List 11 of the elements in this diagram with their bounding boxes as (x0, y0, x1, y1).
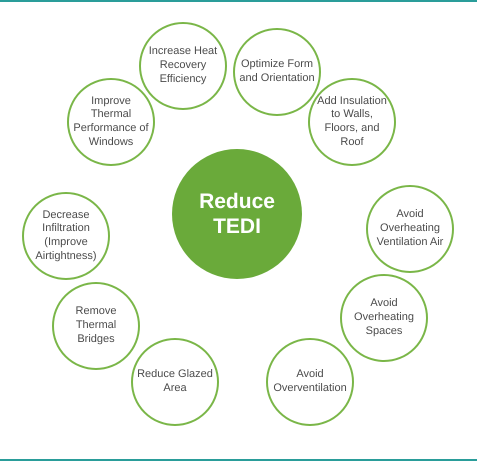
strategy-label: Decrease Infiltration (Improve Airtightness) (34, 208, 98, 264)
strategy-label: Add Insulation to Walls, Floors, and Roof (316, 94, 388, 150)
strategy-label: Remove Thermal Bridges (74, 305, 118, 347)
strategy-label: Optimize Form and Orientation (238, 58, 316, 86)
strategy-label: Avoid Overheating Spaces (353, 297, 415, 339)
strategy-label: Improve Thermal Performance of Windows (72, 94, 150, 150)
strategy-label: Avoid Overventilation (272, 368, 348, 396)
strategy-label: Increase Heat Recovery Efficiency (148, 45, 218, 87)
strategy-label: Avoid Overheating Ventilation Air (376, 208, 444, 250)
strategy-label: Reduce Glazed Area (136, 368, 214, 396)
central-label: Reduce TEDI (198, 188, 276, 240)
